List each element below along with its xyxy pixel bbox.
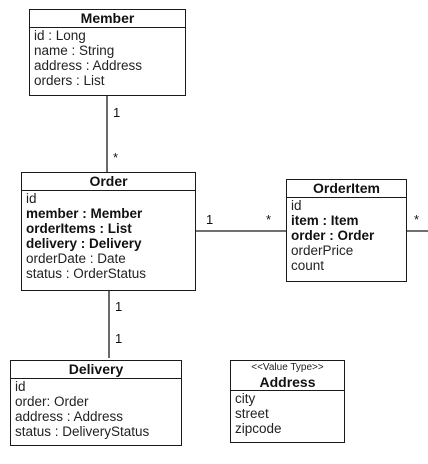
address-attr-street: street	[235, 406, 269, 421]
member-attr-orders: orders : List	[34, 73, 105, 88]
member-class[interactable]: Member id : Long name : String address :…	[29, 9, 186, 96]
orderitem-attr-order: order : Order	[291, 228, 375, 243]
multiplicity-order-delivery-bottom: 1	[115, 331, 123, 346]
address-attr-city: city	[235, 391, 256, 406]
delivery-attributes: id order: Order address : Address status…	[11, 379, 181, 439]
address-class[interactable]: <<Value Type>> Address city street zipco…	[230, 360, 345, 443]
multiplicity-order-delivery-top: 1	[115, 299, 123, 314]
order-class-title: Order	[22, 173, 195, 191]
address-class-title: Address	[231, 374, 344, 391]
orderitem-attr-count: count	[291, 258, 325, 273]
orderitem-attr-id: id	[291, 198, 302, 213]
orderitem-attributes: id item : Item order : Order orderPrice …	[287, 198, 406, 273]
member-attributes: id : Long name : String address : Addres…	[30, 28, 185, 88]
multiplicity-orderitem-right: *	[414, 212, 420, 227]
order-attr-status: status : OrderStatus	[26, 266, 147, 281]
address-attributes: city street zipcode	[231, 391, 344, 436]
address-stereotype: <<Value Type>>	[251, 362, 324, 373]
member-attr-address: address : Address	[34, 58, 143, 73]
multiplicity-member-order-top: 1	[113, 105, 121, 120]
order-attr-member: member : Member	[26, 206, 143, 221]
order-attr-id: id	[26, 191, 37, 206]
order-attr-orderitems: orderItems : List	[26, 221, 132, 236]
order-attributes: id member : Member orderItems : List del…	[22, 191, 195, 281]
delivery-class-title: Delivery	[11, 361, 181, 379]
order-class[interactable]: Order id member : Member orderItems : Li…	[21, 172, 196, 291]
orderitem-attr-item: item : Item	[291, 213, 359, 228]
orderitem-attr-orderprice: orderPrice	[291, 243, 354, 258]
delivery-attr-address: address : Address	[15, 409, 124, 424]
orderitem-class[interactable]: OrderItem id item : Item order : Order o…	[286, 179, 407, 282]
address-attr-zipcode: zipcode	[235, 421, 282, 436]
multiplicity-order-orderitem-right: *	[266, 212, 272, 227]
order-attr-orderdate: orderDate : Date	[26, 251, 126, 266]
delivery-attr-order: order: Order	[15, 394, 89, 409]
multiplicity-order-orderitem-left: 1	[206, 212, 214, 227]
delivery-attr-status: status : DeliveryStatus	[15, 424, 150, 439]
member-attr-id: id : Long	[34, 28, 86, 43]
multiplicity-member-order-bottom: *	[113, 150, 119, 165]
delivery-attr-id: id	[15, 379, 26, 394]
member-attr-name: name : String	[34, 43, 115, 58]
member-class-title: Member	[30, 10, 185, 28]
delivery-class[interactable]: Delivery id order: Order address : Addre…	[10, 360, 182, 446]
orderitem-class-title: OrderItem	[287, 180, 406, 198]
order-attr-delivery: delivery : Delivery	[26, 236, 142, 251]
